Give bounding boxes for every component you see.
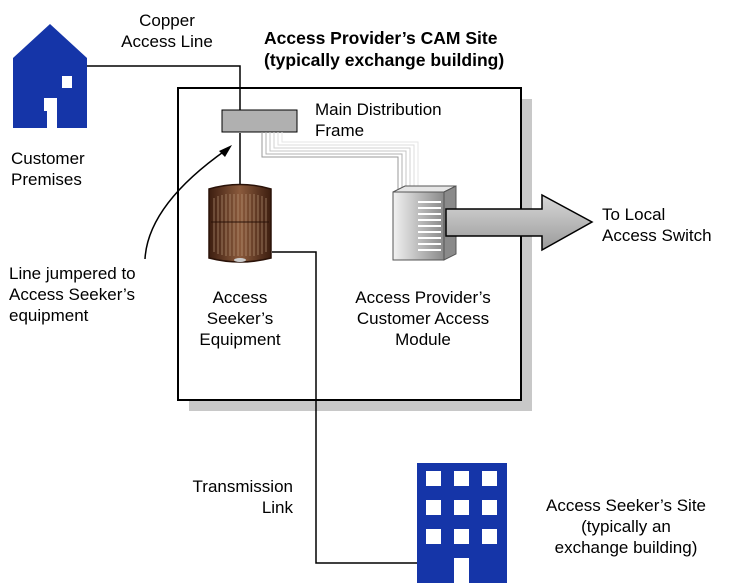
cam-line-2: Customer Access <box>356 309 490 328</box>
seeker-equipment-line-3: Equipment <box>199 330 281 349</box>
seeker-site-line-3: exchange building) <box>554 538 698 557</box>
local-switch-label: To Local Access Switch <box>602 204 712 246</box>
seeker-equipment-label: Access Seeker’s Equipment <box>183 287 297 350</box>
seeker-equipment-rack-icon <box>208 183 272 263</box>
jumper-pointer-arrow <box>144 145 232 260</box>
jumper-line-1: Line jumpered to <box>9 264 136 283</box>
seeker-site-line-1: Access Seeker’s Site <box>546 496 706 515</box>
transmission-line-2: Link <box>261 498 293 517</box>
customer-line-1: Customer <box>11 149 85 168</box>
copper-access-line <box>87 65 241 110</box>
cam-line-1: Access Provider’s <box>355 288 491 307</box>
transmission-link-label: Transmission Link <box>160 476 293 518</box>
cam-site-title-line-2: (typically exchange building) <box>264 50 505 70</box>
transmission-link-line <box>272 251 417 564</box>
seeker-site-line-2: (typically an <box>581 517 671 536</box>
customer-line-2: Premises <box>11 170 82 189</box>
customer-house-icon <box>13 24 87 128</box>
local-switch-line-1: To Local <box>602 205 666 224</box>
jumper-label: Line jumpered to Access Seeker’s equipme… <box>9 263 136 326</box>
jumper-line-3: equipment <box>9 306 89 325</box>
to-local-switch-arrow <box>445 193 594 252</box>
jumper-line-2: Access Seeker’s <box>9 285 135 304</box>
seeker-site-building-icon <box>417 463 507 583</box>
mdf-cam-cable-bundle <box>261 132 419 192</box>
mdf-label: Main Distribution Frame <box>315 99 442 141</box>
seeker-equipment-line-2: Seeker’s <box>206 309 274 328</box>
cam-site-title-line-1: Access Provider’s CAM Site <box>264 28 498 48</box>
cam-line-3: Module <box>395 330 451 349</box>
transmission-line-1: Transmission <box>192 477 293 496</box>
seeker-site-label: Access Seeker’s Site (typically an excha… <box>523 495 729 558</box>
mdf-line-2: Frame <box>315 121 365 140</box>
customer-premises-label: Customer Premises <box>11 148 85 190</box>
cam-label: Access Provider’s Customer Access Module <box>335 287 511 350</box>
copper-line-2: Access Line <box>121 32 213 51</box>
seeker-equipment-line-1: Access <box>212 288 268 307</box>
copper-line-1: Copper <box>139 11 195 30</box>
cam-site-title: Access Provider’s CAM Site (typically ex… <box>264 27 504 71</box>
main-distribution-frame <box>221 109 298 133</box>
customer-access-module-icon <box>392 185 457 261</box>
local-switch-line-2: Access Switch <box>602 226 712 245</box>
mdf-line-1: Main Distribution <box>315 100 442 119</box>
copper-access-line-label: Copper Access Line <box>108 10 226 52</box>
